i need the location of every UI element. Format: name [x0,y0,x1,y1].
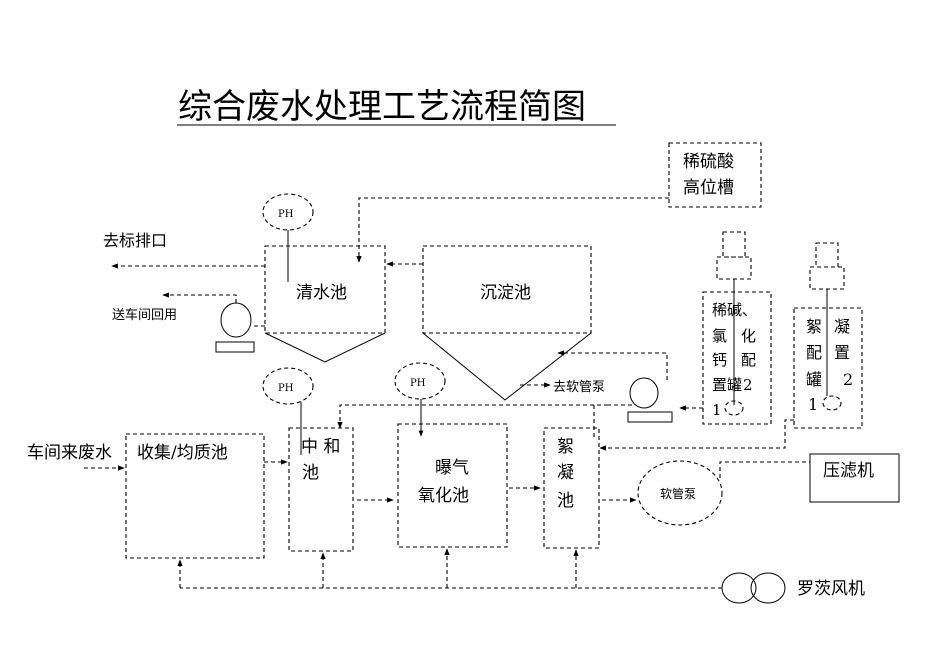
flocculant-tank [793,307,863,429]
floc-text-2c: 2 [843,370,853,389]
ph-label-3: PH [410,378,426,389]
soft-hose-pump [637,460,723,526]
acid-feed-line [356,197,669,263]
clear-pool-hopper [264,332,386,363]
floc-pool-label-3: 池 [557,491,574,511]
flocculation-pool [543,427,600,549]
dosing-pump-icon [629,377,659,409]
roots-blower-label: 罗茨风机 [797,579,865,599]
filter-press [809,453,900,503]
floc-mixer-impeller [822,395,842,411]
flocculant-feed-line [599,419,794,451]
acid-tank-label-line2: 高位槽 [683,178,734,198]
floc-text-1b: 配 [806,343,822,362]
ph-label-2: PH [278,383,294,394]
recycle-pump-icon [220,302,252,338]
floc-pool-label-2: 凝 [557,463,574,483]
alkali-text-2a: 化 [741,327,756,345]
alkali-text-1a: 稀碱、 [712,301,757,319]
soft-pump-to-press-line [719,461,810,478]
alkali-text-2c: 2 [743,376,753,394]
aeration-oxidation-pool [397,423,508,548]
neutralization-pool [288,427,354,552]
aeration-label-line2: 氧化池 [418,486,469,506]
aeration-label-line1: 曝气 [435,458,469,478]
neutral-label-line1: 中 和 [301,437,340,457]
alkali-text-2b: 配 [741,351,756,369]
sediment-pool [422,245,592,334]
alkali-text-1c: 钙 [712,351,727,369]
recycle-pump-base [215,341,255,353]
alkali-text-1d: 置罐 [712,376,742,394]
recycle-line [162,292,237,303]
floc-text-2b: 置 [834,343,850,362]
soft-pump-label: 软管泵 [660,486,696,501]
alkali-mixer-motor [722,231,746,258]
ph-meter-aeration [394,362,446,400]
alkali-calcium-tank [702,291,772,425]
floc-text-1c: 罐 [806,370,822,389]
sediment-pool-label: 沉淀池 [480,283,531,303]
workshop-wastewater-label: 车间来废水 [27,443,112,463]
floc-pool-label-1: 絮 [557,437,574,457]
filter-press-label: 压滤机 [823,461,874,481]
floc-text-2a: 凝 [834,317,850,336]
pump-to-hopper-line [557,350,668,380]
collection-equalization-pool [125,433,265,559]
alkali-mixer-gearbox [716,256,752,280]
roots-blower-icon-right [750,572,786,604]
alkali-text-1e: 1 [712,401,722,419]
neutral-label-line2: 池 [302,463,319,483]
to-workshop-label: 送车间回用 [112,307,177,323]
clear-water-pool [264,245,386,334]
floc-mixer-gearbox [809,266,845,290]
acid-tank-label-line1: 稀硫酸 [683,152,734,172]
floc-text-1d: 1 [808,395,818,414]
dosing-pump-base [627,411,673,423]
diagram-title: 综合废水处理工艺流程简图 [178,87,586,127]
ph-meter-neutral-pool [262,367,314,405]
ph-label-1: PH [278,209,294,220]
collection-pool-label: 收集/均质池 [137,443,228,463]
to-soft-pump-label: 去软管泵 [553,380,605,395]
floc-text-1a: 絮 [806,317,822,336]
alkali-mixer-impeller [724,400,744,416]
ph-meter-clear-pool [262,193,314,231]
to-outlet-label: 去标排口 [103,231,167,250]
alkali-text-1b: 氯 [712,327,727,345]
acid-high-tank-box [668,142,762,208]
floc-mixer-motor [815,242,839,268]
alkali-feed-line [337,404,608,429]
clear-pool-label: 清水池 [296,283,347,303]
